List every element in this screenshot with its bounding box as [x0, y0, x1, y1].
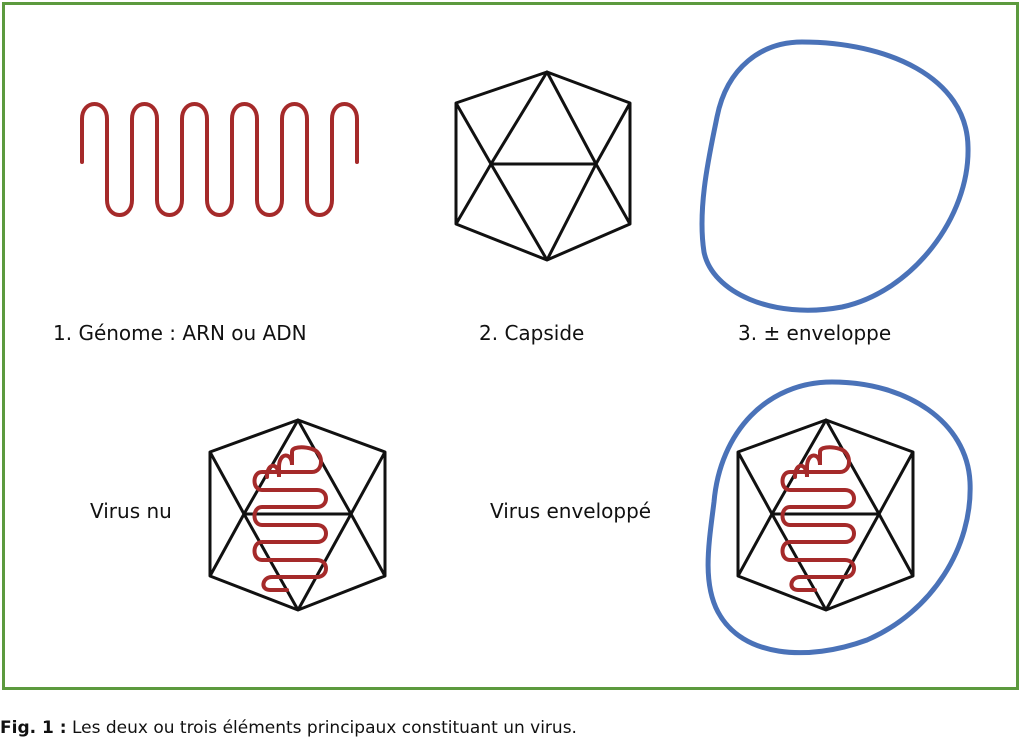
capsid-icosahedron — [454, 70, 632, 262]
naked-virus-genome — [252, 445, 328, 592]
enveloped-virus — [705, 379, 973, 656]
enveloped-virus-membrane — [705, 379, 973, 656]
enveloped-virus-genome — [780, 445, 856, 592]
naked-virus — [208, 418, 387, 612]
capsid-label: 2. Capside — [479, 321, 585, 345]
figure-caption: Fig. 1 : Les deux ou trois éléments prin… — [0, 720, 577, 737]
caption-prefix: Fig. 1 : — [0, 718, 67, 738]
envelope-label: 3. ± enveloppe — [738, 321, 892, 345]
envelope-membrane — [699, 39, 971, 313]
figure-frame: 1. Génome : ARN ou ADN 2. Capside 3. ± e… — [2, 2, 1019, 690]
genome-label: 1. Génome : ARN ou ADN — [53, 321, 307, 345]
diagram-canvas — [80, 39, 973, 656]
enveloped-virus-label: Virus enveloppé — [490, 499, 652, 523]
genome-strand — [80, 102, 359, 217]
naked-virus-label: Virus nu — [90, 499, 172, 523]
caption-text: Les deux ou trois éléments principaux co… — [71, 718, 577, 738]
